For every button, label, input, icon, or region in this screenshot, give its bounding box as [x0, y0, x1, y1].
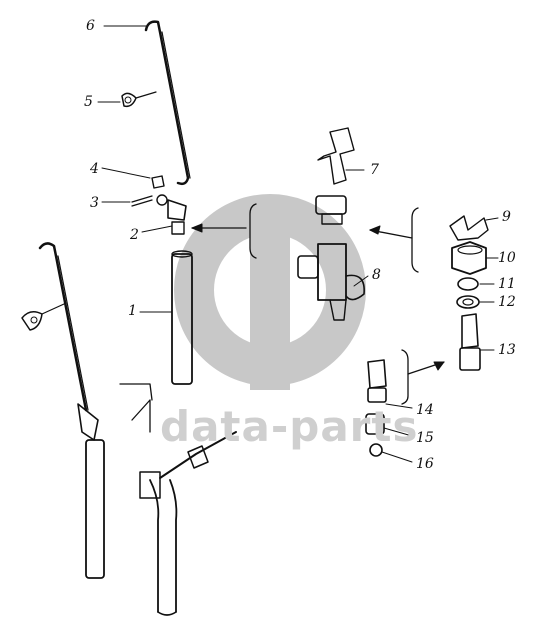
callout-5: 5 [84, 94, 93, 110]
sleeve-15 [365, 413, 385, 435]
left-rod [38, 242, 88, 412]
callout-6: 6 [86, 18, 95, 34]
bent-tube [149, 479, 178, 613]
callout-13: 13 [498, 342, 516, 358]
stem-13 [461, 313, 479, 349]
callout-11: 11 [498, 276, 516, 292]
watermark-text: data-parts [160, 402, 419, 451]
clip-4 [151, 175, 165, 189]
callout-9: 9 [502, 209, 511, 225]
upper-control-rod [144, 20, 190, 186]
fitting-7 [317, 127, 355, 185]
washer-12 [456, 295, 480, 309]
callout-10: 10 [498, 250, 516, 266]
stem-14 [367, 359, 387, 389]
lever-5 [121, 92, 137, 108]
callout-4: 4 [90, 161, 99, 177]
callout-12: 12 [498, 294, 516, 310]
tube-1 [171, 253, 193, 385]
callout-14: 14 [416, 402, 434, 418]
callout-8: 8 [372, 267, 381, 283]
callout-2: 2 [130, 227, 139, 243]
left-lever [21, 311, 43, 331]
ball-16 [369, 443, 383, 457]
bracket-9 [449, 215, 489, 241]
callout-7: 7 [370, 162, 379, 178]
left-tube [85, 439, 105, 579]
callout-3: 3 [90, 195, 99, 211]
callout-1: 1 [128, 303, 137, 319]
callout-16: 16 [416, 456, 434, 472]
joint-2 [167, 199, 187, 221]
callout-15: 15 [416, 430, 434, 446]
washer-11 [457, 277, 479, 291]
nut-10 [451, 241, 487, 275]
pin-3 [131, 195, 153, 207]
watermark-logo [174, 194, 366, 390]
